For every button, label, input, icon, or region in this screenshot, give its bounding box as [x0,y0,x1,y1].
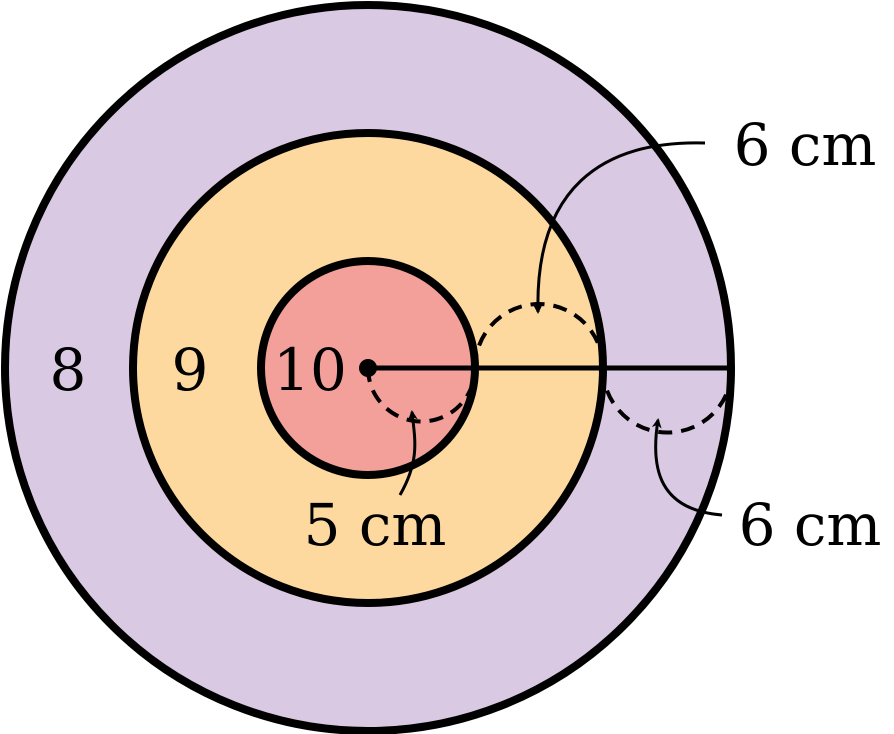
score-10: 10 [273,336,347,404]
dashed-arc-inner [366,367,477,424]
label-outer-bottom: 6 cm [739,491,882,559]
label-inner-radius: 5 cm [304,491,447,559]
arrow-bottom [651,418,723,517]
arrow-top [532,141,706,314]
dashed-arc-outer [601,367,734,435]
score-8: 8 [50,336,87,404]
score-9: 9 [172,336,209,404]
label-outer-top: 6 cm [734,111,877,179]
arrow-inner [398,410,418,496]
